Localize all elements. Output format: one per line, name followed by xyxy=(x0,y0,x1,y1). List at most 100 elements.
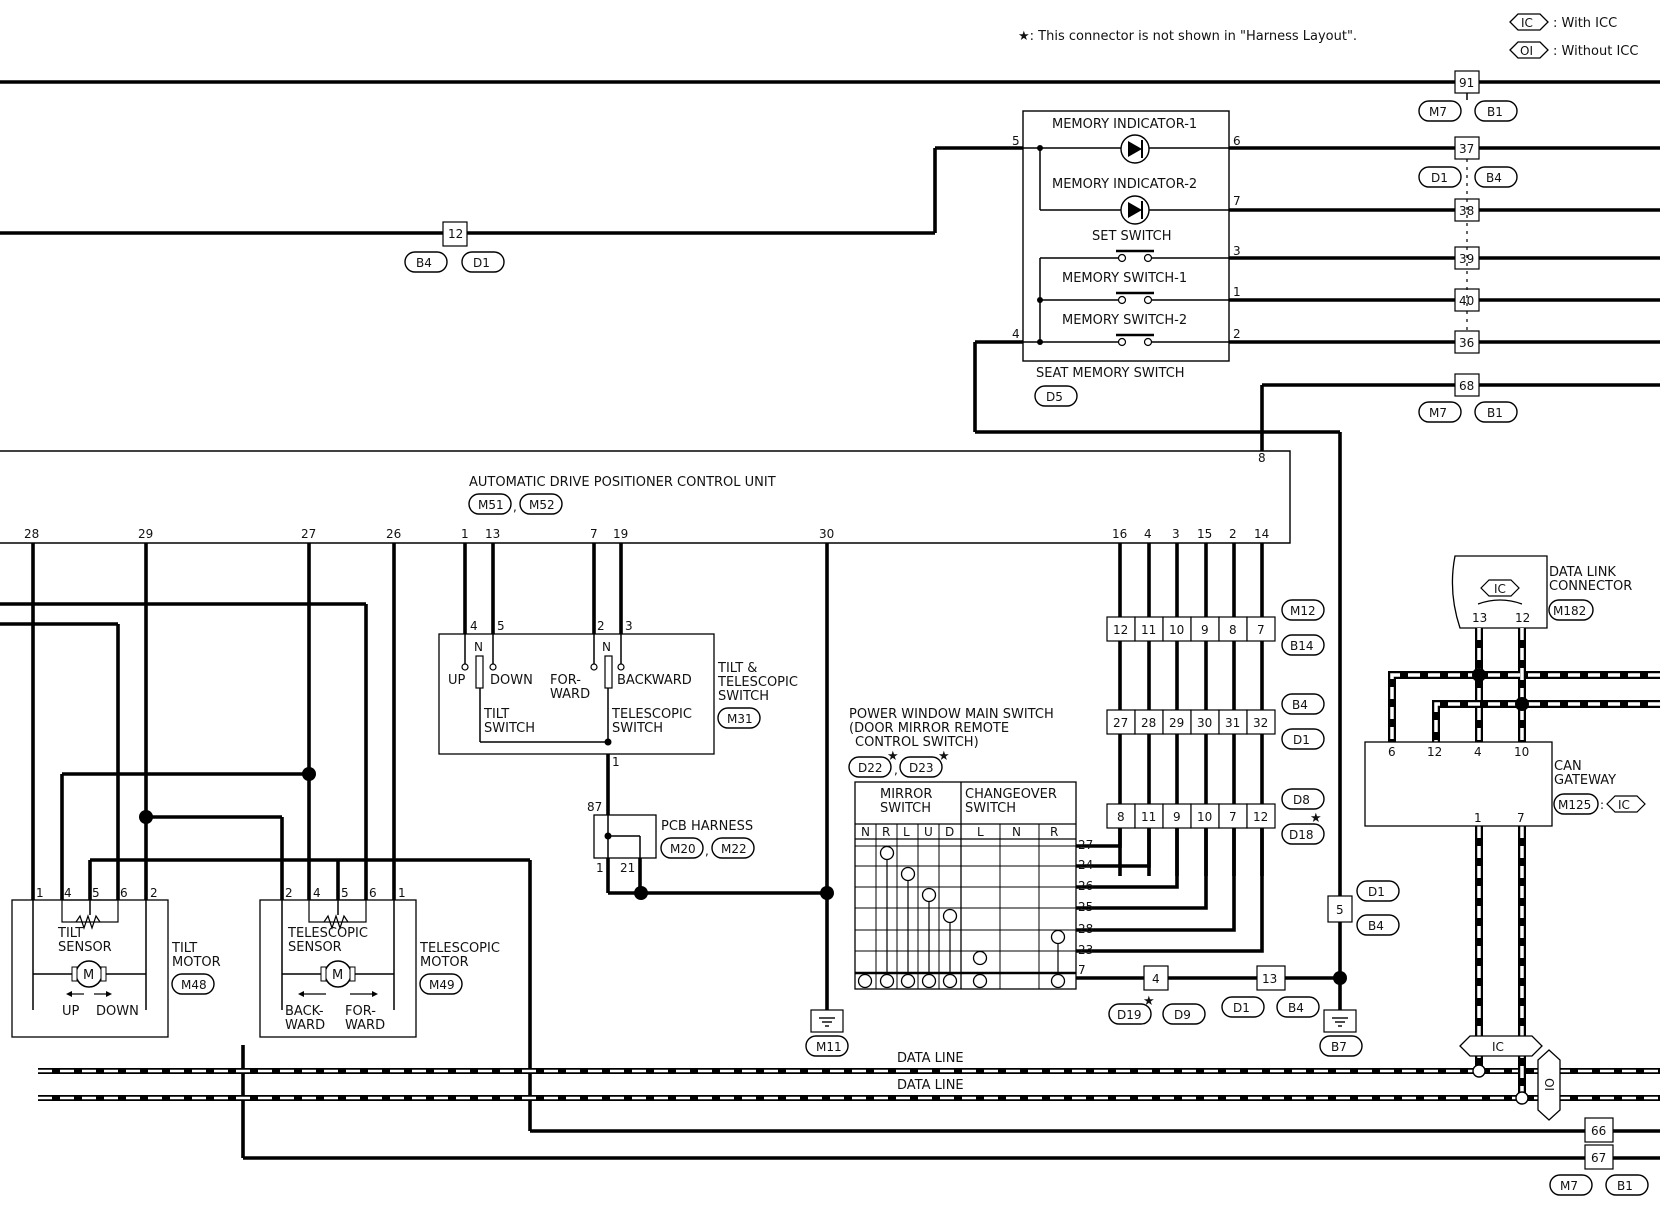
svg-text:12: 12 xyxy=(1427,745,1442,759)
svg-text:11: 11 xyxy=(1141,623,1156,637)
ground-b7-icon xyxy=(1323,1009,1357,1033)
svg-text:DOWN: DOWN xyxy=(96,1004,139,1019)
svg-text:12: 12 xyxy=(448,227,463,241)
svg-text:31: 31 xyxy=(1225,716,1240,730)
tag-m7-top: M7 xyxy=(1418,100,1462,122)
svg-text:27: 27 xyxy=(1113,716,1128,730)
tilt-direction-arrows-icon xyxy=(66,991,112,997)
svg-text:D1: D1 xyxy=(1233,1001,1250,1015)
pcb-harness-title: PCB HARNESS xyxy=(661,819,753,834)
svg-text:D19: D19 xyxy=(1117,1008,1142,1022)
tag-m31: M31 xyxy=(717,707,761,729)
svg-text:B14: B14 xyxy=(1290,639,1314,653)
tag-b4-13: B4 xyxy=(1276,996,1320,1018)
svg-text:8: 8 xyxy=(1229,623,1237,637)
svg-text:2: 2 xyxy=(285,886,293,900)
svg-text:N: N xyxy=(1012,825,1021,839)
svg-text:B4: B4 xyxy=(1288,1001,1304,1015)
svg-text:4: 4 xyxy=(64,886,72,900)
svg-text:1: 1 xyxy=(1233,285,1241,299)
joint-connector-66-67: 66 67 xyxy=(1584,1117,1614,1170)
svg-text:6: 6 xyxy=(369,886,377,900)
tag-m51: M51 xyxy=(468,493,512,515)
svg-text:M49: M49 xyxy=(429,978,455,992)
svg-text:28: 28 xyxy=(1078,922,1093,936)
memory-indicator-1-led-icon xyxy=(1120,134,1150,164)
svg-text:B4: B4 xyxy=(1292,698,1308,712)
data-line-label-2: DATA LINE xyxy=(897,1078,964,1093)
svg-text:,: , xyxy=(705,844,709,858)
svg-text:12: 12 xyxy=(1515,611,1530,625)
svg-text:M20: M20 xyxy=(670,842,696,856)
power-window-switch-matrix: MIRROR SWITCH CHANGEOVER SWITCH N R L U … xyxy=(854,781,1093,990)
tag-m52: M52 xyxy=(519,493,563,515)
tag-b1-bottom: B1 xyxy=(1605,1174,1649,1196)
svg-text:OI: OI xyxy=(1520,44,1533,58)
svg-text:IC: IC xyxy=(1494,582,1506,596)
svg-text:4: 4 xyxy=(1144,527,1152,541)
tag-b14: B14 xyxy=(1281,634,1325,656)
svg-text:D23: D23 xyxy=(909,761,934,775)
telescopic-motor-title-2: MOTOR xyxy=(420,955,469,970)
svg-text:DOWN: DOWN xyxy=(490,673,533,688)
tilt-telescopic-switch-title: TILT & xyxy=(717,661,757,676)
svg-text:WARD: WARD xyxy=(285,1018,325,1033)
legend-ic: IC : With ICC xyxy=(1509,13,1617,31)
svg-text:M12: M12 xyxy=(1290,604,1316,618)
bottom-ic-tag: IC xyxy=(1459,1035,1543,1057)
tag-d1-row: D1 xyxy=(1281,728,1325,750)
svg-text:7: 7 xyxy=(1233,194,1241,208)
memory-indicator-2-led-icon xyxy=(1120,195,1150,225)
svg-text:30: 30 xyxy=(1197,716,1212,730)
svg-text:1: 1 xyxy=(461,527,469,541)
tag-m22: M22 xyxy=(711,837,755,859)
memory-switch-2-label: MEMORY SWITCH-2 xyxy=(1062,313,1187,328)
can-data-wires xyxy=(1388,628,1660,1105)
svg-text:24: 24 xyxy=(1078,858,1093,872)
svg-text:27: 27 xyxy=(1078,838,1093,852)
tag-b4-stack: B4 xyxy=(1474,166,1518,188)
svg-text:5: 5 xyxy=(1336,903,1344,917)
svg-text:13: 13 xyxy=(1472,611,1487,625)
svg-text:TELESCOPIC: TELESCOPIC xyxy=(611,707,692,722)
svg-text:L: L xyxy=(903,825,910,839)
svg-text:N: N xyxy=(474,640,483,654)
svg-text:2: 2 xyxy=(1229,527,1237,541)
tag-d19: D19 xyxy=(1108,1003,1152,1025)
tag-b4-row: B4 xyxy=(1281,693,1325,715)
tag-b4-left: B4 xyxy=(404,251,448,273)
svg-text:SWITCH: SWITCH xyxy=(484,721,535,736)
svg-text:R: R xyxy=(1050,825,1058,839)
svg-text:10: 10 xyxy=(1197,810,1212,824)
joint-connector-12-left: 12 xyxy=(442,221,468,247)
svg-text:4: 4 xyxy=(1152,972,1160,986)
svg-text:: Without ICC: : Without ICC xyxy=(1553,44,1638,59)
svg-text:40: 40 xyxy=(1459,294,1474,308)
svg-text:M: M xyxy=(83,968,94,983)
adp-control-unit-title: AUTOMATIC DRIVE POSITIONER CONTROL UNIT xyxy=(469,475,776,490)
svg-text:8: 8 xyxy=(1258,451,1266,465)
svg-text:3: 3 xyxy=(1172,527,1180,541)
svg-text:M31: M31 xyxy=(727,712,753,726)
svg-text:M7: M7 xyxy=(1560,1179,1578,1193)
data-link-connector: IC 13 12 xyxy=(1451,555,1548,629)
svg-text:D: D xyxy=(945,825,954,839)
memory-switch-1-label: MEMORY SWITCH-1 xyxy=(1062,271,1187,286)
svg-text:1: 1 xyxy=(596,861,604,875)
svg-text:SWITCH: SWITCH xyxy=(612,721,663,736)
svg-text:7: 7 xyxy=(1517,811,1525,825)
svg-text:MIRROR: MIRROR xyxy=(880,787,932,802)
svg-text:4: 4 xyxy=(313,886,321,900)
svg-text:D18: D18 xyxy=(1289,828,1314,842)
svg-text:16: 16 xyxy=(1112,527,1127,541)
joint-connector-91: 91 xyxy=(1454,70,1480,94)
data-line-label-1: DATA LINE xyxy=(897,1051,964,1066)
svg-text:M22: M22 xyxy=(721,842,747,856)
svg-text:10: 10 xyxy=(1169,623,1184,637)
tag-b1-68: B1 xyxy=(1474,401,1518,423)
svg-text:5: 5 xyxy=(341,886,349,900)
svg-text:4: 4 xyxy=(1474,745,1482,759)
tag-m48: M48 xyxy=(171,973,215,995)
power-window-switch-title-3: CONTROL SWITCH) xyxy=(855,735,979,750)
